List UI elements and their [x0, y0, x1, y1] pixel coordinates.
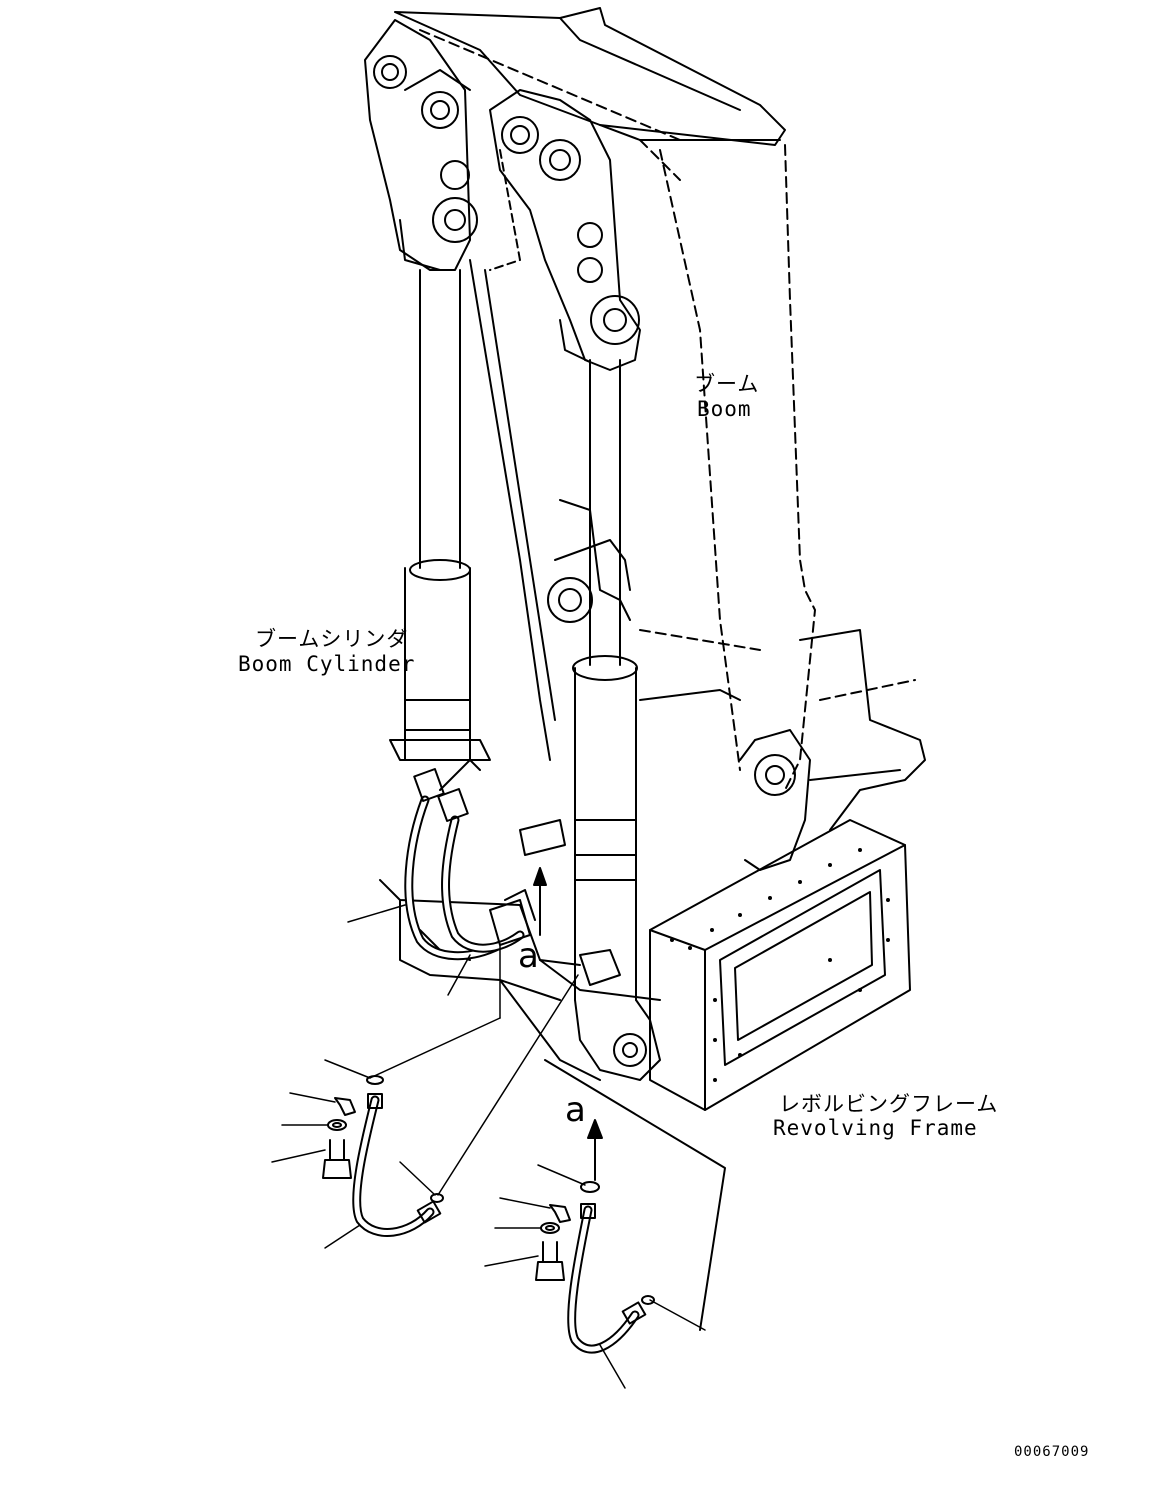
- boom-outline: [364, 7, 816, 871]
- detail-arrows: [533, 867, 726, 1331]
- boom-label-en: Boom: [697, 397, 752, 421]
- detail-ref-a-upper: a: [518, 936, 539, 976]
- left-boom-cylinder: [389, 269, 491, 761]
- mounted-hoses: [404, 759, 621, 986]
- boom-label-jp: ブーム: [694, 372, 760, 396]
- base-frame: [379, 629, 761, 1081]
- drawing-number: 00067009: [1014, 1444, 1090, 1460]
- exploded-parts-right: [535, 1181, 655, 1354]
- detail-ref-a-lower: a: [565, 1090, 586, 1130]
- boom-cylinder-label-jp: ブームシリンダ: [255, 627, 409, 651]
- revolving-frame: [649, 629, 926, 1111]
- right-boom-cylinder: [572, 359, 661, 1081]
- revolving-frame-label-jp: レボルビングフレーム: [779, 1092, 999, 1116]
- exploded-parts-left: [322, 1075, 444, 1237]
- revolving-frame-label-en: Revolving Frame: [773, 1116, 978, 1140]
- leader-lines: [271, 904, 706, 1389]
- boom-cylinder-label-en: Boom Cylinder: [238, 652, 416, 676]
